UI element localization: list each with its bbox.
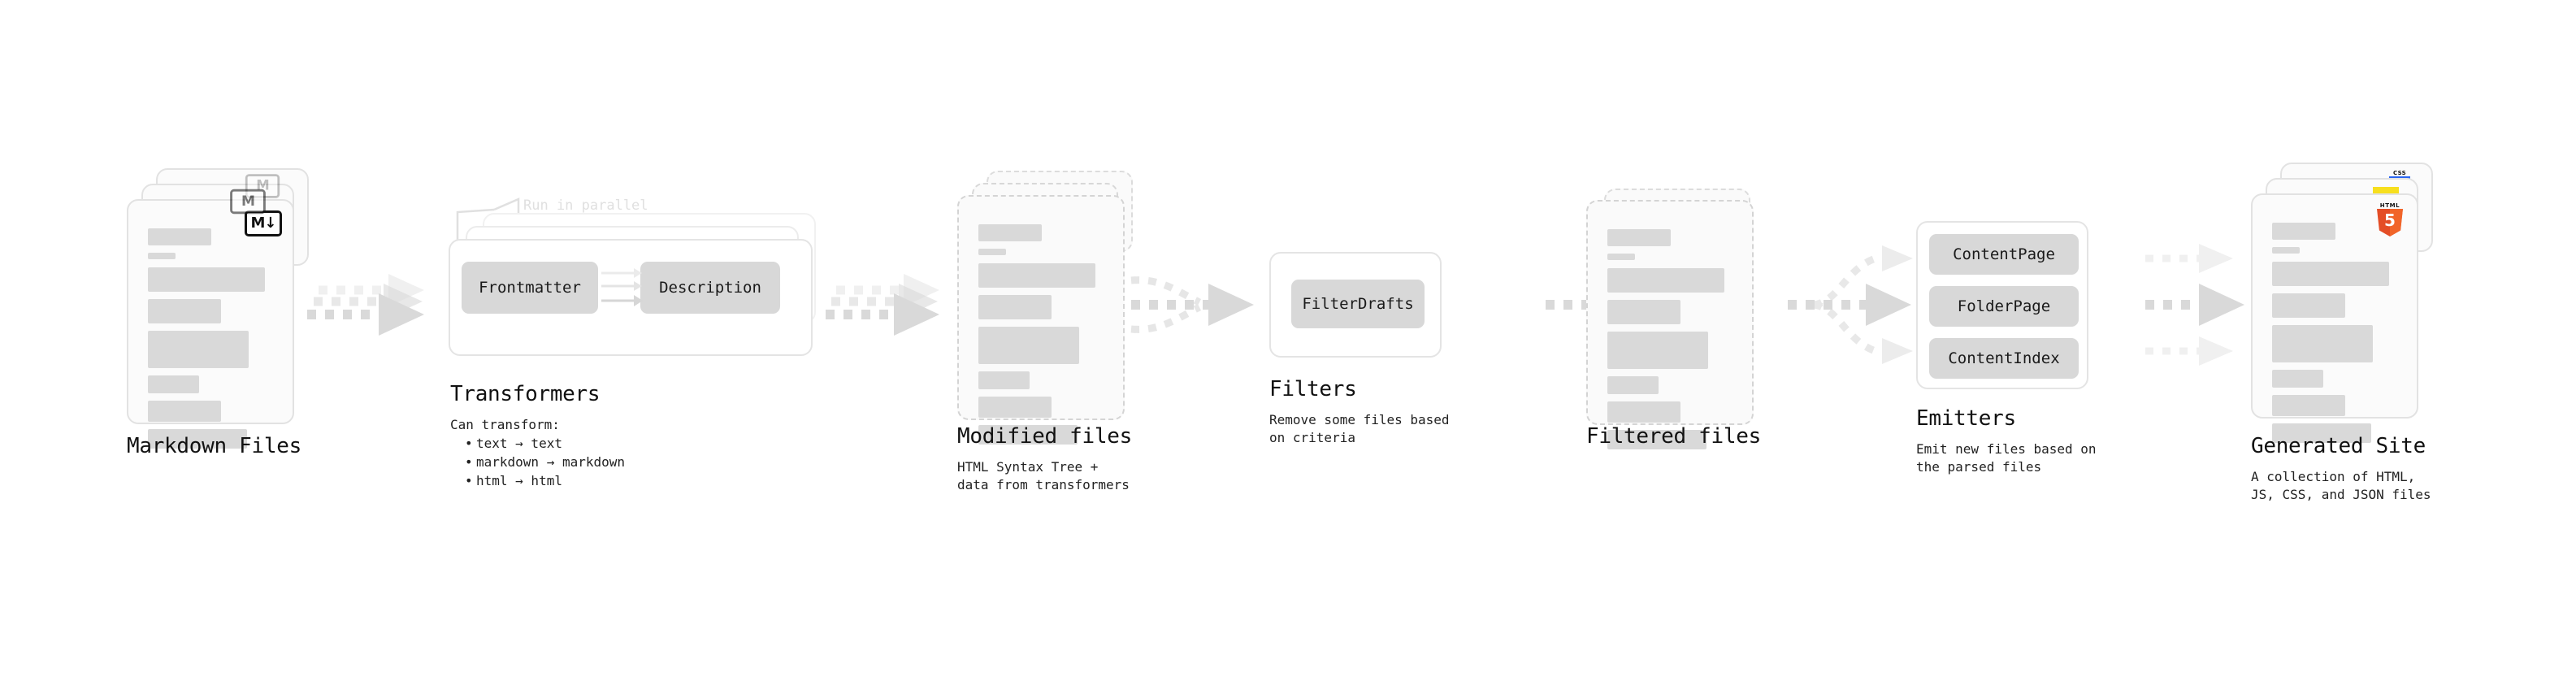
emitters-caption: Emit new files based on the parsed files	[1916, 441, 2097, 475]
site-placeholder-lines	[2272, 223, 2399, 450]
emitter-chip-contentpage[interactable]: ContentPage	[1929, 234, 2079, 275]
transformers-title: Transformers	[450, 382, 601, 406]
run-in-parallel-label: Run in parallel	[523, 197, 648, 214]
filtered-files-title: Filtered files	[1586, 424, 1761, 449]
html5-badge-icon: HTML 5	[2376, 202, 2404, 236]
transformer-chip-frontmatter[interactable]: Frontmatter	[462, 262, 598, 314]
filter-chip-filterdrafts[interactable]: FilterDrafts	[1291, 280, 1425, 328]
arrow-filtered-to-emitters	[1788, 245, 1913, 364]
filtered-files-stack	[1586, 189, 1773, 449]
arrow-markdown-to-transformers	[307, 274, 424, 336]
transform-item-html: html → html	[465, 471, 625, 490]
filters-panel: FilterDrafts	[1269, 252, 1442, 358]
modified-files-stack	[957, 171, 1144, 445]
markdown-files-title: Markdown Files	[127, 434, 301, 458]
emitter-chip-contentindex[interactable]: ContentIndex	[1929, 338, 2079, 379]
modified-files-title: Modified files	[957, 424, 1132, 449]
transformer-inner-arrow	[601, 268, 643, 306]
generated-site-caption: A collection of HTML, JS, CSS, and JSON …	[2251, 469, 2431, 502]
emitter-chip-folderpage[interactable]: FolderPage	[1929, 286, 2079, 327]
html5-label: HTML	[2379, 202, 2400, 209]
markdown-files-stack: M↓ M M	[127, 168, 322, 449]
emitters-panel: ContentPage FolderPage ContentIndex	[1916, 221, 2088, 389]
filtered-placeholder-lines	[1607, 229, 1734, 457]
modified-card-front	[957, 195, 1125, 445]
transformer-panel-front: Frontmatter Description	[449, 239, 813, 356]
transformers-stack: Frontmatter Description	[449, 213, 839, 363]
modified-placeholder-lines	[978, 224, 1105, 452]
markdown-badge-icon: M↓	[245, 210, 282, 236]
emitters-title: Emitters	[1916, 406, 2016, 431]
generated-site-title: Generated Site	[2251, 434, 2426, 458]
arrow-transformers-to-modified	[826, 274, 939, 336]
filters-title: Filters	[1269, 377, 1357, 401]
css3-label: CSS	[2393, 170, 2406, 176]
markdown-card-front: M↓	[127, 199, 294, 449]
html5-digit: 5	[2384, 210, 2396, 230]
site-card-front-html: HTML 5	[2251, 193, 2418, 443]
transform-item-text: text → text	[465, 434, 625, 453]
filtered-card-front	[1586, 200, 1754, 449]
transformers-caption-heading: Can transform:	[450, 417, 560, 432]
transformer-chip-description[interactable]: Description	[640, 262, 780, 314]
modified-files-caption: HTML Syntax Tree + data from transformer…	[957, 459, 1130, 492]
transform-item-markdown: markdown → markdown	[465, 453, 625, 471]
html5-shield: 5	[2377, 209, 2403, 236]
markdown-placeholder-lines	[148, 228, 275, 456]
markdown-badge-icon-middle: M	[230, 189, 266, 215]
generated-site-stack: CSS HTML 5	[2251, 163, 2454, 443]
filters-caption: Remove some files based on criteria	[1269, 412, 1450, 445]
arrow-modified-to-filters	[1130, 276, 1254, 333]
arrow-emitters-to-site	[2145, 244, 2244, 366]
transformers-caption-list: text → text markdown → markdown html → h…	[460, 434, 625, 490]
